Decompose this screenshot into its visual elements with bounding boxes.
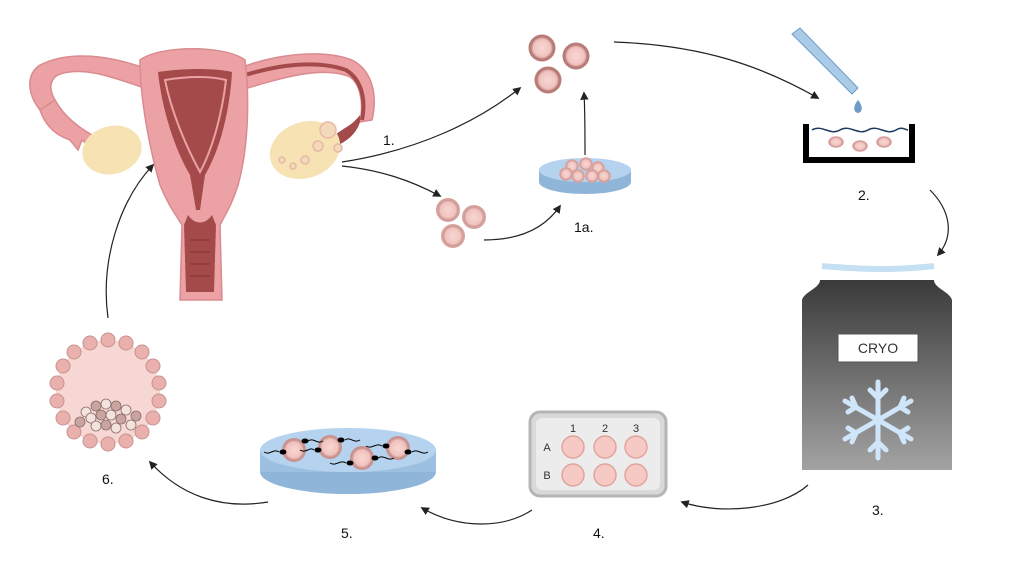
step-label-5: 5. (341, 525, 353, 541)
cryo-label: CRYO (858, 340, 898, 356)
step1a-culture-dish (539, 157, 631, 194)
left-fimbriae (39, 98, 93, 152)
uterus-illustration (29, 48, 375, 301)
step1-oocytes-bottom (436, 198, 486, 248)
right-fallopian-tube (234, 53, 375, 123)
arrow-immature-to-dish (483, 204, 561, 241)
plate-row-b: B (543, 470, 550, 482)
snowflake-icon (842, 379, 914, 461)
cryo-label-box (837, 333, 919, 363)
step-arrows (105, 41, 949, 525)
step-label-1: 1. (383, 132, 395, 148)
uterine-cavity (158, 69, 232, 210)
step3-cryo-tank: CRYO (802, 263, 952, 470)
arrow-vitrification-to-cryo (929, 189, 949, 257)
plate-row-a: A (543, 442, 551, 454)
step6-blastocyst (49, 332, 167, 452)
arrow-cryo-to-plate (680, 484, 809, 510)
arrow-ovary-to-immature-oocytes (341, 165, 442, 197)
vitrification-liquid (811, 127, 909, 133)
pipette-icon (791, 27, 859, 95)
plate-wells (561, 435, 648, 487)
droplet-icon (854, 100, 862, 113)
left-fallopian-tube (29, 55, 151, 112)
step-label-6: 6. (102, 471, 114, 487)
arrow-fertilization-to-blastocyst (148, 460, 269, 505)
blastocyst-outer-cells (49, 332, 167, 452)
step1-oocytes-top (528, 34, 590, 94)
left-ovary (82, 125, 142, 175)
right-tube-lining (241, 62, 366, 121)
endometrium-line (163, 76, 228, 175)
step5-fertilization-dish (260, 428, 436, 494)
step-label-4: 4. (593, 525, 605, 541)
sperm-cells (263, 437, 429, 466)
vaginal-rugae (190, 239, 210, 277)
arrow-blastocyst-to-uterus (105, 163, 155, 319)
arrow-ovary-to-oocytes (341, 86, 522, 163)
step-label-1a: 1a. (574, 219, 593, 235)
step2-vitrification (791, 27, 915, 163)
plate-col-3: 3 (633, 423, 639, 435)
plate-col-2: 2 (602, 423, 608, 435)
cervix (184, 215, 216, 292)
step4-well-plate: 1 2 3 A B (528, 410, 668, 498)
arrow-plate-to-fertilization (420, 507, 533, 525)
step-label-2: 2. (858, 187, 870, 203)
arrow-oocytes-to-vitrification (613, 41, 820, 99)
cryo-tank-body (802, 280, 952, 470)
cryo-lid (821, 263, 935, 272)
blastocyst-inner-cell-mass (74, 398, 142, 434)
plate-col-1: 1 (570, 423, 576, 435)
step-label-3: 3. (872, 502, 884, 518)
vitrification-tray (803, 124, 915, 163)
right-ovary-follicles (278, 121, 343, 170)
arrow-dish-to-oocytes (580, 91, 589, 156)
